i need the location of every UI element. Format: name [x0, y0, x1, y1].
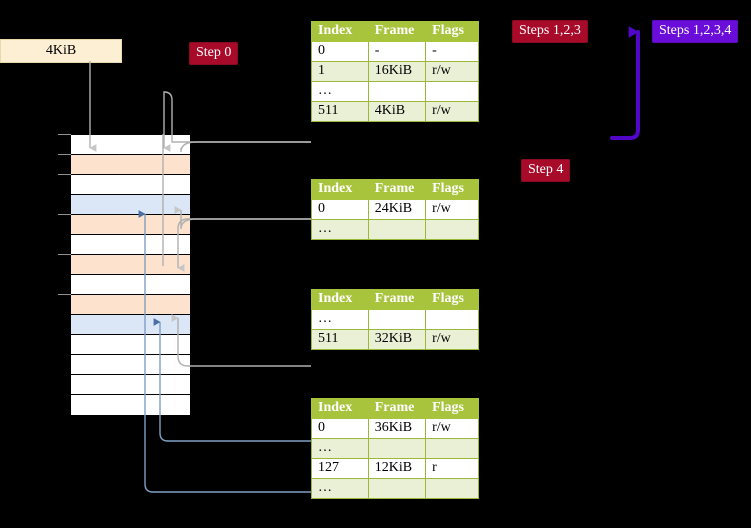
memory-frame-row	[71, 155, 190, 175]
memory-size-label: 4KiB	[0, 39, 122, 63]
column-header-flags: Flags	[425, 398, 479, 419]
memory-frame-row	[71, 215, 190, 235]
cell-index: 511	[311, 101, 369, 122]
memory-frame-row	[71, 295, 190, 315]
column-header-frame: Frame	[367, 179, 427, 200]
cell-frame: 4KiB	[367, 101, 427, 122]
memory-frame-row	[71, 375, 190, 395]
memory-frame-row	[71, 135, 190, 155]
column-header-frame: Frame	[367, 289, 427, 310]
cell-frame	[367, 81, 427, 102]
cell-flags: r/w	[425, 101, 479, 122]
memory-tick	[58, 214, 71, 215]
cell-frame: 12KiB	[367, 458, 427, 479]
column-header-index: Index	[311, 289, 369, 310]
column-header-index: Index	[311, 398, 369, 419]
column-header-index: Index	[311, 179, 369, 200]
cell-index: 0	[311, 41, 369, 62]
cell-frame: 32KiB	[367, 329, 427, 350]
memory-frame-row	[71, 255, 190, 275]
column-header-flags: Flags	[425, 179, 479, 200]
table-row[interactable]: …	[311, 219, 479, 240]
cell-index: …	[311, 438, 369, 459]
table-row[interactable]: …	[311, 478, 479, 499]
step-0-badge: Step 0	[189, 42, 239, 65]
memory-frame-row	[71, 195, 190, 215]
cell-index: …	[311, 309, 369, 330]
cell-index: …	[311, 219, 369, 240]
cell-frame: 16KiB	[367, 61, 427, 82]
memory-tick	[58, 154, 71, 155]
cell-flags: r/w	[425, 329, 479, 350]
memory-frame-row	[71, 275, 190, 295]
cell-frame	[367, 219, 427, 240]
memory-tick	[58, 134, 71, 135]
cell-flags	[425, 478, 479, 499]
memory-frame-row	[71, 335, 190, 355]
cell-flags: r/w	[425, 199, 479, 220]
cell-flags: r	[425, 458, 479, 479]
steps-1234-badge: Steps 1,2,3,4	[652, 20, 739, 43]
connector-pdpt-0-to-frame	[174, 206, 311, 230]
memory-tick	[58, 254, 71, 255]
connector-hook-mid	[177, 218, 311, 272]
column-header-flags: Flags	[425, 289, 479, 310]
cell-flags	[425, 219, 479, 240]
cell-frame: -	[367, 41, 427, 62]
steps-1234-bracket-arrow	[610, 26, 640, 140]
cell-flags: -	[425, 41, 479, 62]
cell-flags: r/w	[425, 61, 479, 82]
table-row[interactable]: …	[311, 81, 479, 102]
cell-flags	[425, 309, 479, 330]
cell-frame	[367, 478, 427, 499]
cell-index: 1	[311, 61, 369, 82]
cell-flags: r/w	[425, 418, 479, 439]
column-header-flags: Flags	[425, 21, 479, 42]
memory-tick	[58, 174, 71, 175]
column-header-frame: Frame	[367, 398, 427, 419]
cell-frame	[367, 438, 427, 459]
cell-frame: 36KiB	[367, 418, 427, 439]
memory-frame-row	[71, 395, 190, 415]
memory-frame-row	[71, 355, 190, 375]
cell-index: 511	[311, 329, 369, 350]
cell-flags	[425, 81, 479, 102]
memory-frame-row	[71, 175, 190, 195]
cell-frame: 24KiB	[367, 199, 427, 220]
column-header-frame: Frame	[367, 21, 427, 42]
memory-frame-row	[71, 235, 190, 255]
memory-tick	[58, 294, 71, 295]
cell-flags	[425, 438, 479, 459]
cell-index: 127	[311, 458, 369, 479]
cell-index: 0	[311, 199, 369, 220]
memory-frame-row	[71, 315, 190, 335]
table-row[interactable]: …	[311, 309, 479, 330]
table-row[interactable]: …	[311, 438, 479, 459]
physical-memory-grid	[70, 134, 191, 416]
steps-123-badge: Steps 1,2,3	[512, 20, 588, 43]
step-4-badge: Step 4	[521, 159, 571, 182]
cell-index: 0	[311, 418, 369, 439]
table-row[interactable]: 0--	[311, 41, 479, 62]
cell-frame	[367, 309, 427, 330]
connector-pd-511-to-frame	[171, 314, 311, 367]
column-header-index: Index	[311, 21, 369, 42]
connector-hook-top	[180, 141, 311, 153]
cell-index: …	[311, 81, 369, 102]
cell-index: …	[311, 478, 369, 499]
